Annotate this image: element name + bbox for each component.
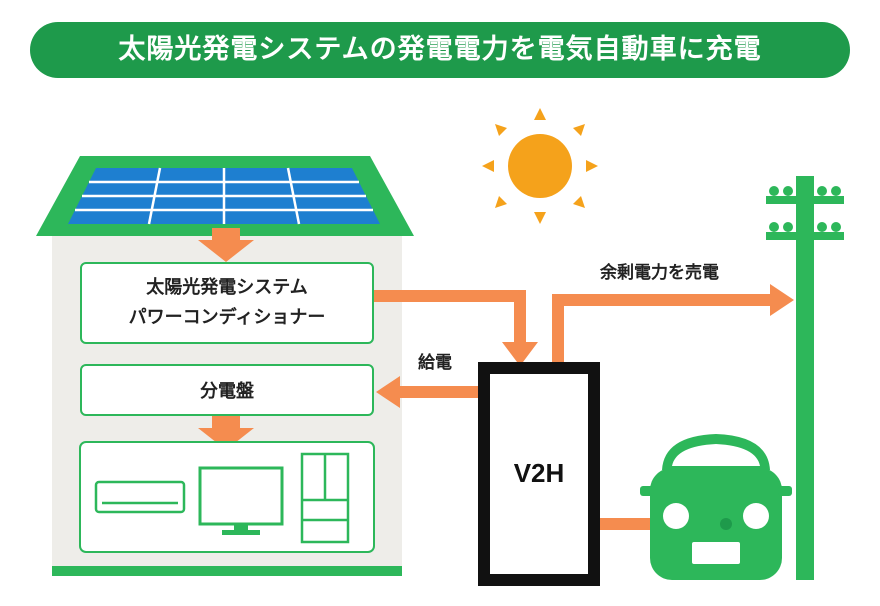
air-conditioner-icon bbox=[94, 480, 186, 514]
solar-panel bbox=[68, 167, 380, 225]
arrow-v2h-to-panel bbox=[376, 376, 486, 408]
arrow-pcs-to-v2h bbox=[374, 290, 538, 366]
electric-car-icon bbox=[640, 434, 792, 580]
refrigerator-icon bbox=[300, 452, 350, 544]
arrow-v2h-to-grid bbox=[552, 284, 794, 366]
sell-power-label: 余剰電力を売電 bbox=[600, 263, 719, 283]
power-conditioner-box: 太陽光発電システム パワーコンディショナー bbox=[80, 262, 374, 344]
sun-icon bbox=[482, 108, 598, 224]
supply-label: 給電 bbox=[418, 353, 452, 373]
ground-base bbox=[52, 566, 402, 576]
arrow-panel-to-appliances bbox=[198, 416, 254, 450]
distribution-panel-label: 分電盤 bbox=[200, 381, 254, 402]
utility-pole bbox=[766, 176, 844, 580]
arrow-roof-to-pcs bbox=[198, 228, 254, 262]
pcs-label-line1: 太陽光発電システム bbox=[146, 277, 308, 298]
v2h-unit bbox=[478, 362, 600, 586]
v2h-label: V2H bbox=[513, 458, 565, 488]
title-banner: 太陽光発電システムの発電電力を電気自動車に充電 bbox=[30, 22, 850, 78]
pcs-label-line2: パワーコンディショナー bbox=[128, 307, 326, 328]
distribution-panel-box: 分電盤 bbox=[80, 364, 374, 416]
tv-icon bbox=[198, 466, 284, 535]
